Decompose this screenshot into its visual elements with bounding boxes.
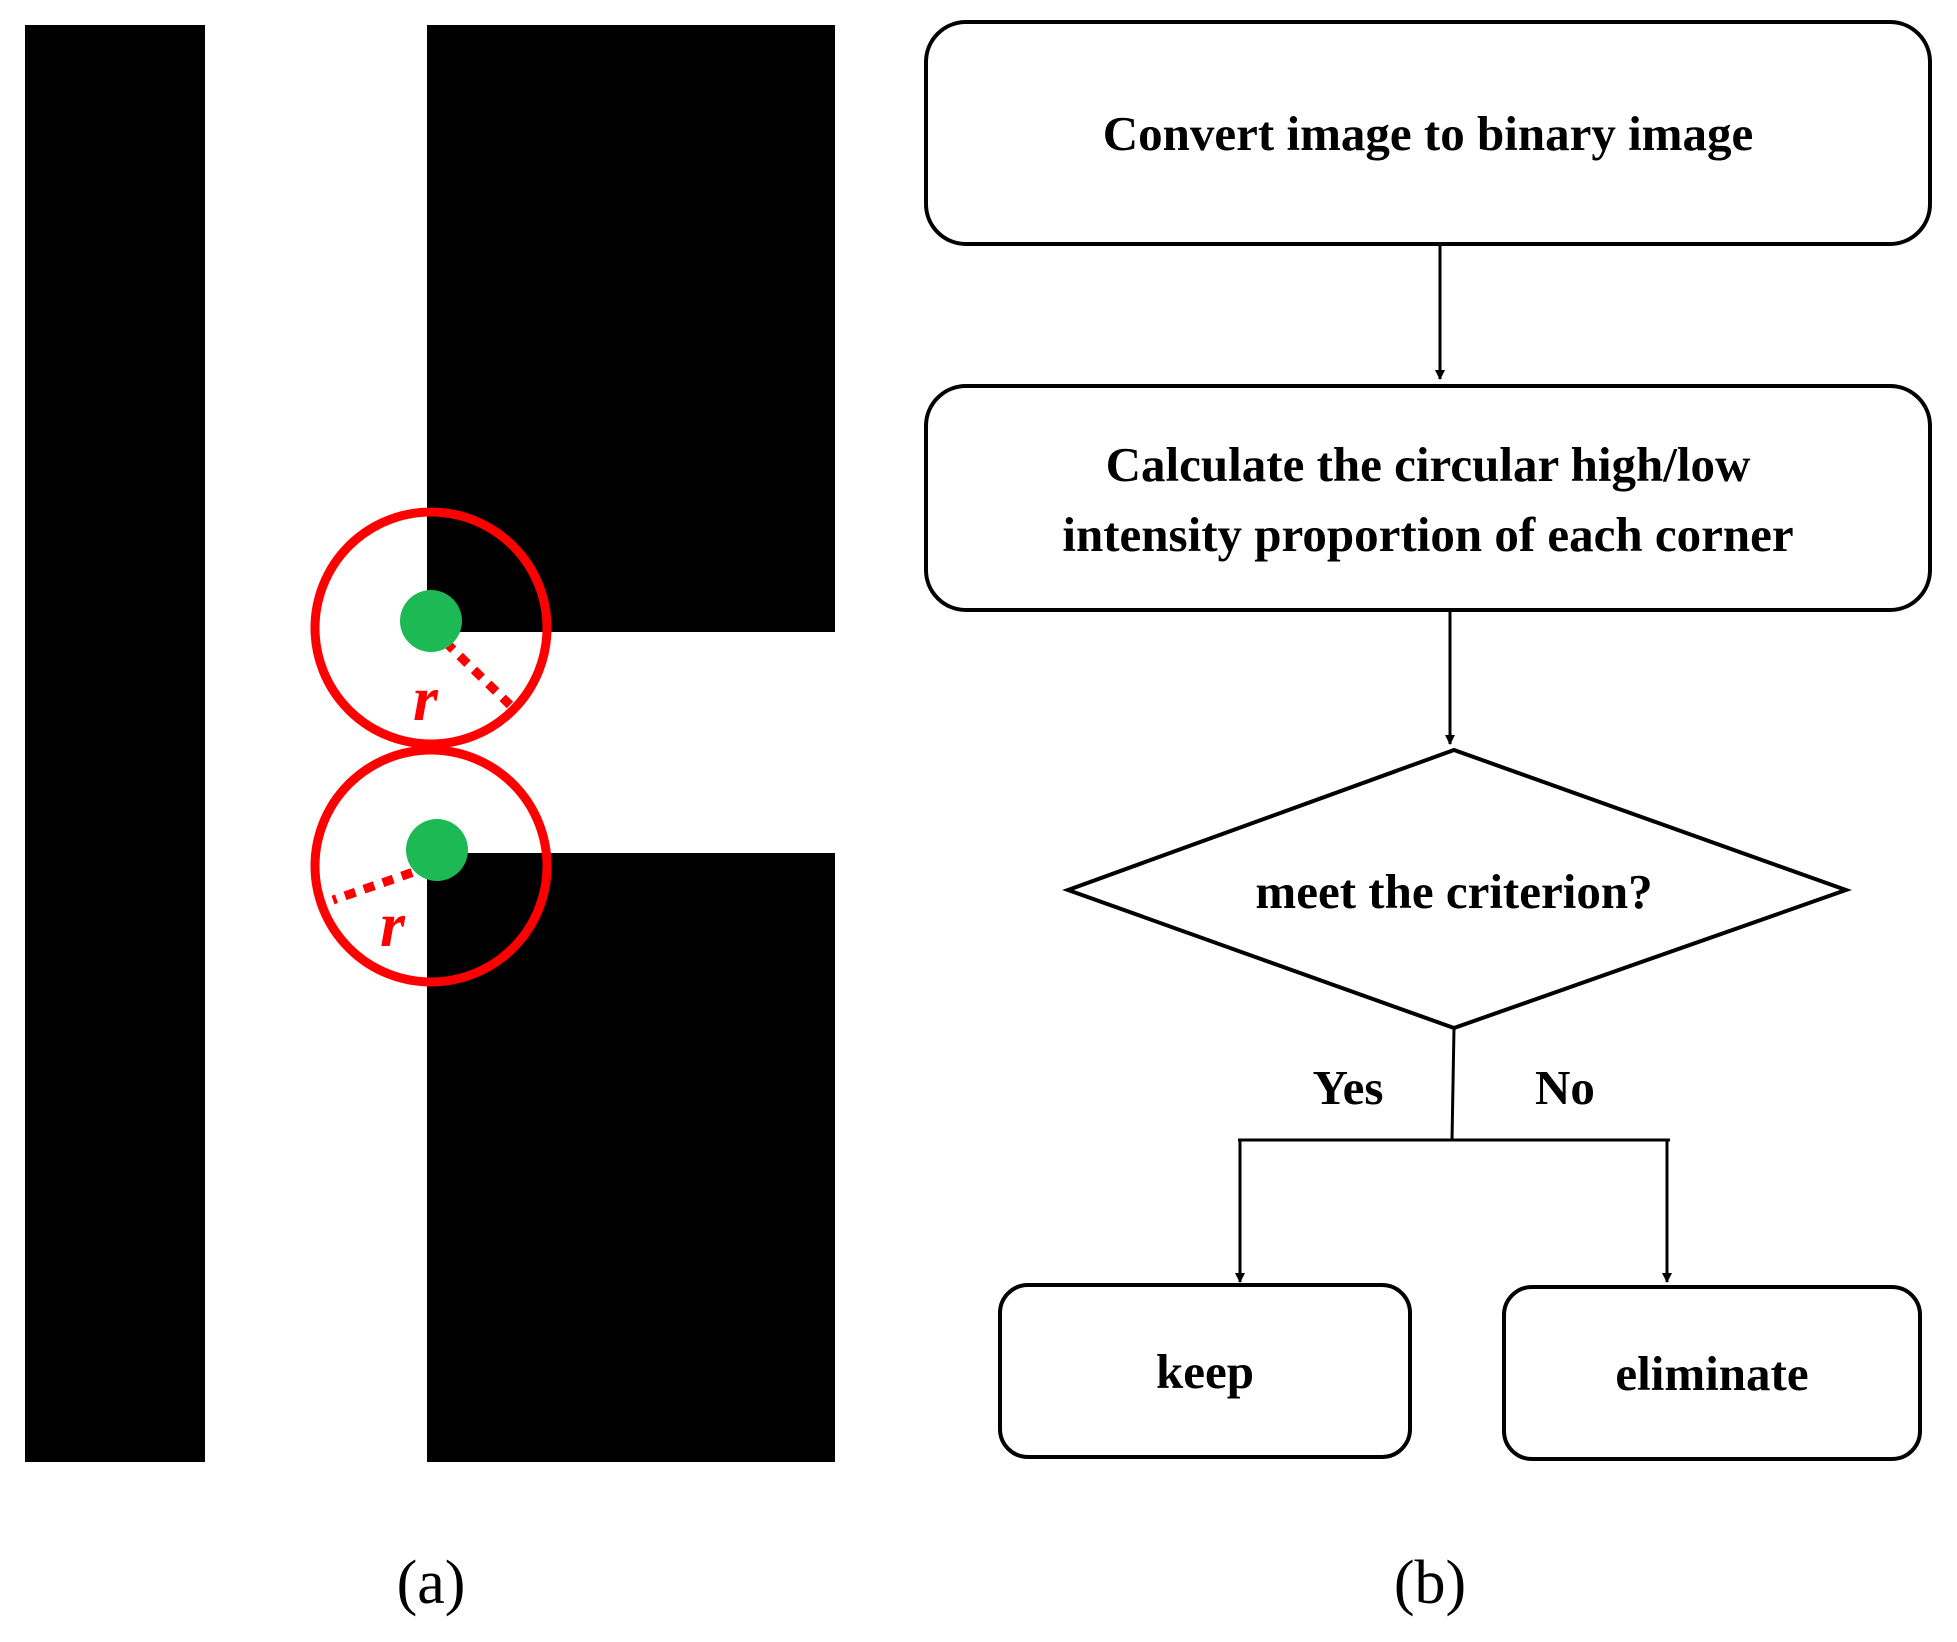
- upper-search-circle: [310, 507, 552, 749]
- upper-corner-point: [400, 590, 462, 652]
- lower-radius-symbol: r: [380, 889, 406, 960]
- eliminate-label: eliminate: [1615, 1346, 1808, 1401]
- calculate-label-line1: Calculate the circular high/low: [1106, 437, 1751, 492]
- calculate-label-line2: intensity proportion of each corner: [1062, 507, 1793, 562]
- panel-b: Convert image to binary image Calculate …: [924, 20, 1932, 1617]
- upper-radius-symbol: r: [413, 663, 439, 734]
- decision-step: meet the criterion?: [1062, 747, 1852, 1031]
- no-label: No: [1535, 1060, 1595, 1115]
- lower-right-black-block: [427, 853, 835, 1462]
- lower-radius-line: [331, 861, 433, 905]
- decision-label: meet the criterion?: [1255, 864, 1652, 919]
- panel-a-label: (a): [397, 1549, 466, 1617]
- lower-corner-marker: r: [310, 745, 552, 987]
- lower-search-circle: [310, 745, 552, 987]
- keep-label: keep: [1156, 1344, 1254, 1399]
- keep-box: [998, 1283, 1412, 1459]
- left-black-bar: [25, 25, 205, 1462]
- convert-box: [924, 20, 1932, 246]
- panel-a: r r (a): [25, 25, 835, 1617]
- calculate-box: [924, 384, 1932, 612]
- convert-label: Convert image to binary image: [1103, 106, 1754, 161]
- panel-b-label: (b): [1394, 1549, 1466, 1617]
- eliminate-step: eliminate: [1502, 1285, 1922, 1461]
- yes-label: Yes: [1313, 1060, 1384, 1115]
- upper-corner-marker: r: [310, 507, 552, 749]
- eliminate-box: [1502, 1285, 1922, 1461]
- upper-right-black-block: [427, 25, 835, 632]
- decision-stem-line: [1450, 1027, 1456, 1141]
- convert-step: Convert image to binary image: [924, 20, 1932, 246]
- keep-step: keep: [998, 1283, 1412, 1459]
- lower-corner-point: [406, 819, 468, 881]
- calculate-step: Calculate the circular high/low intensit…: [924, 384, 1932, 612]
